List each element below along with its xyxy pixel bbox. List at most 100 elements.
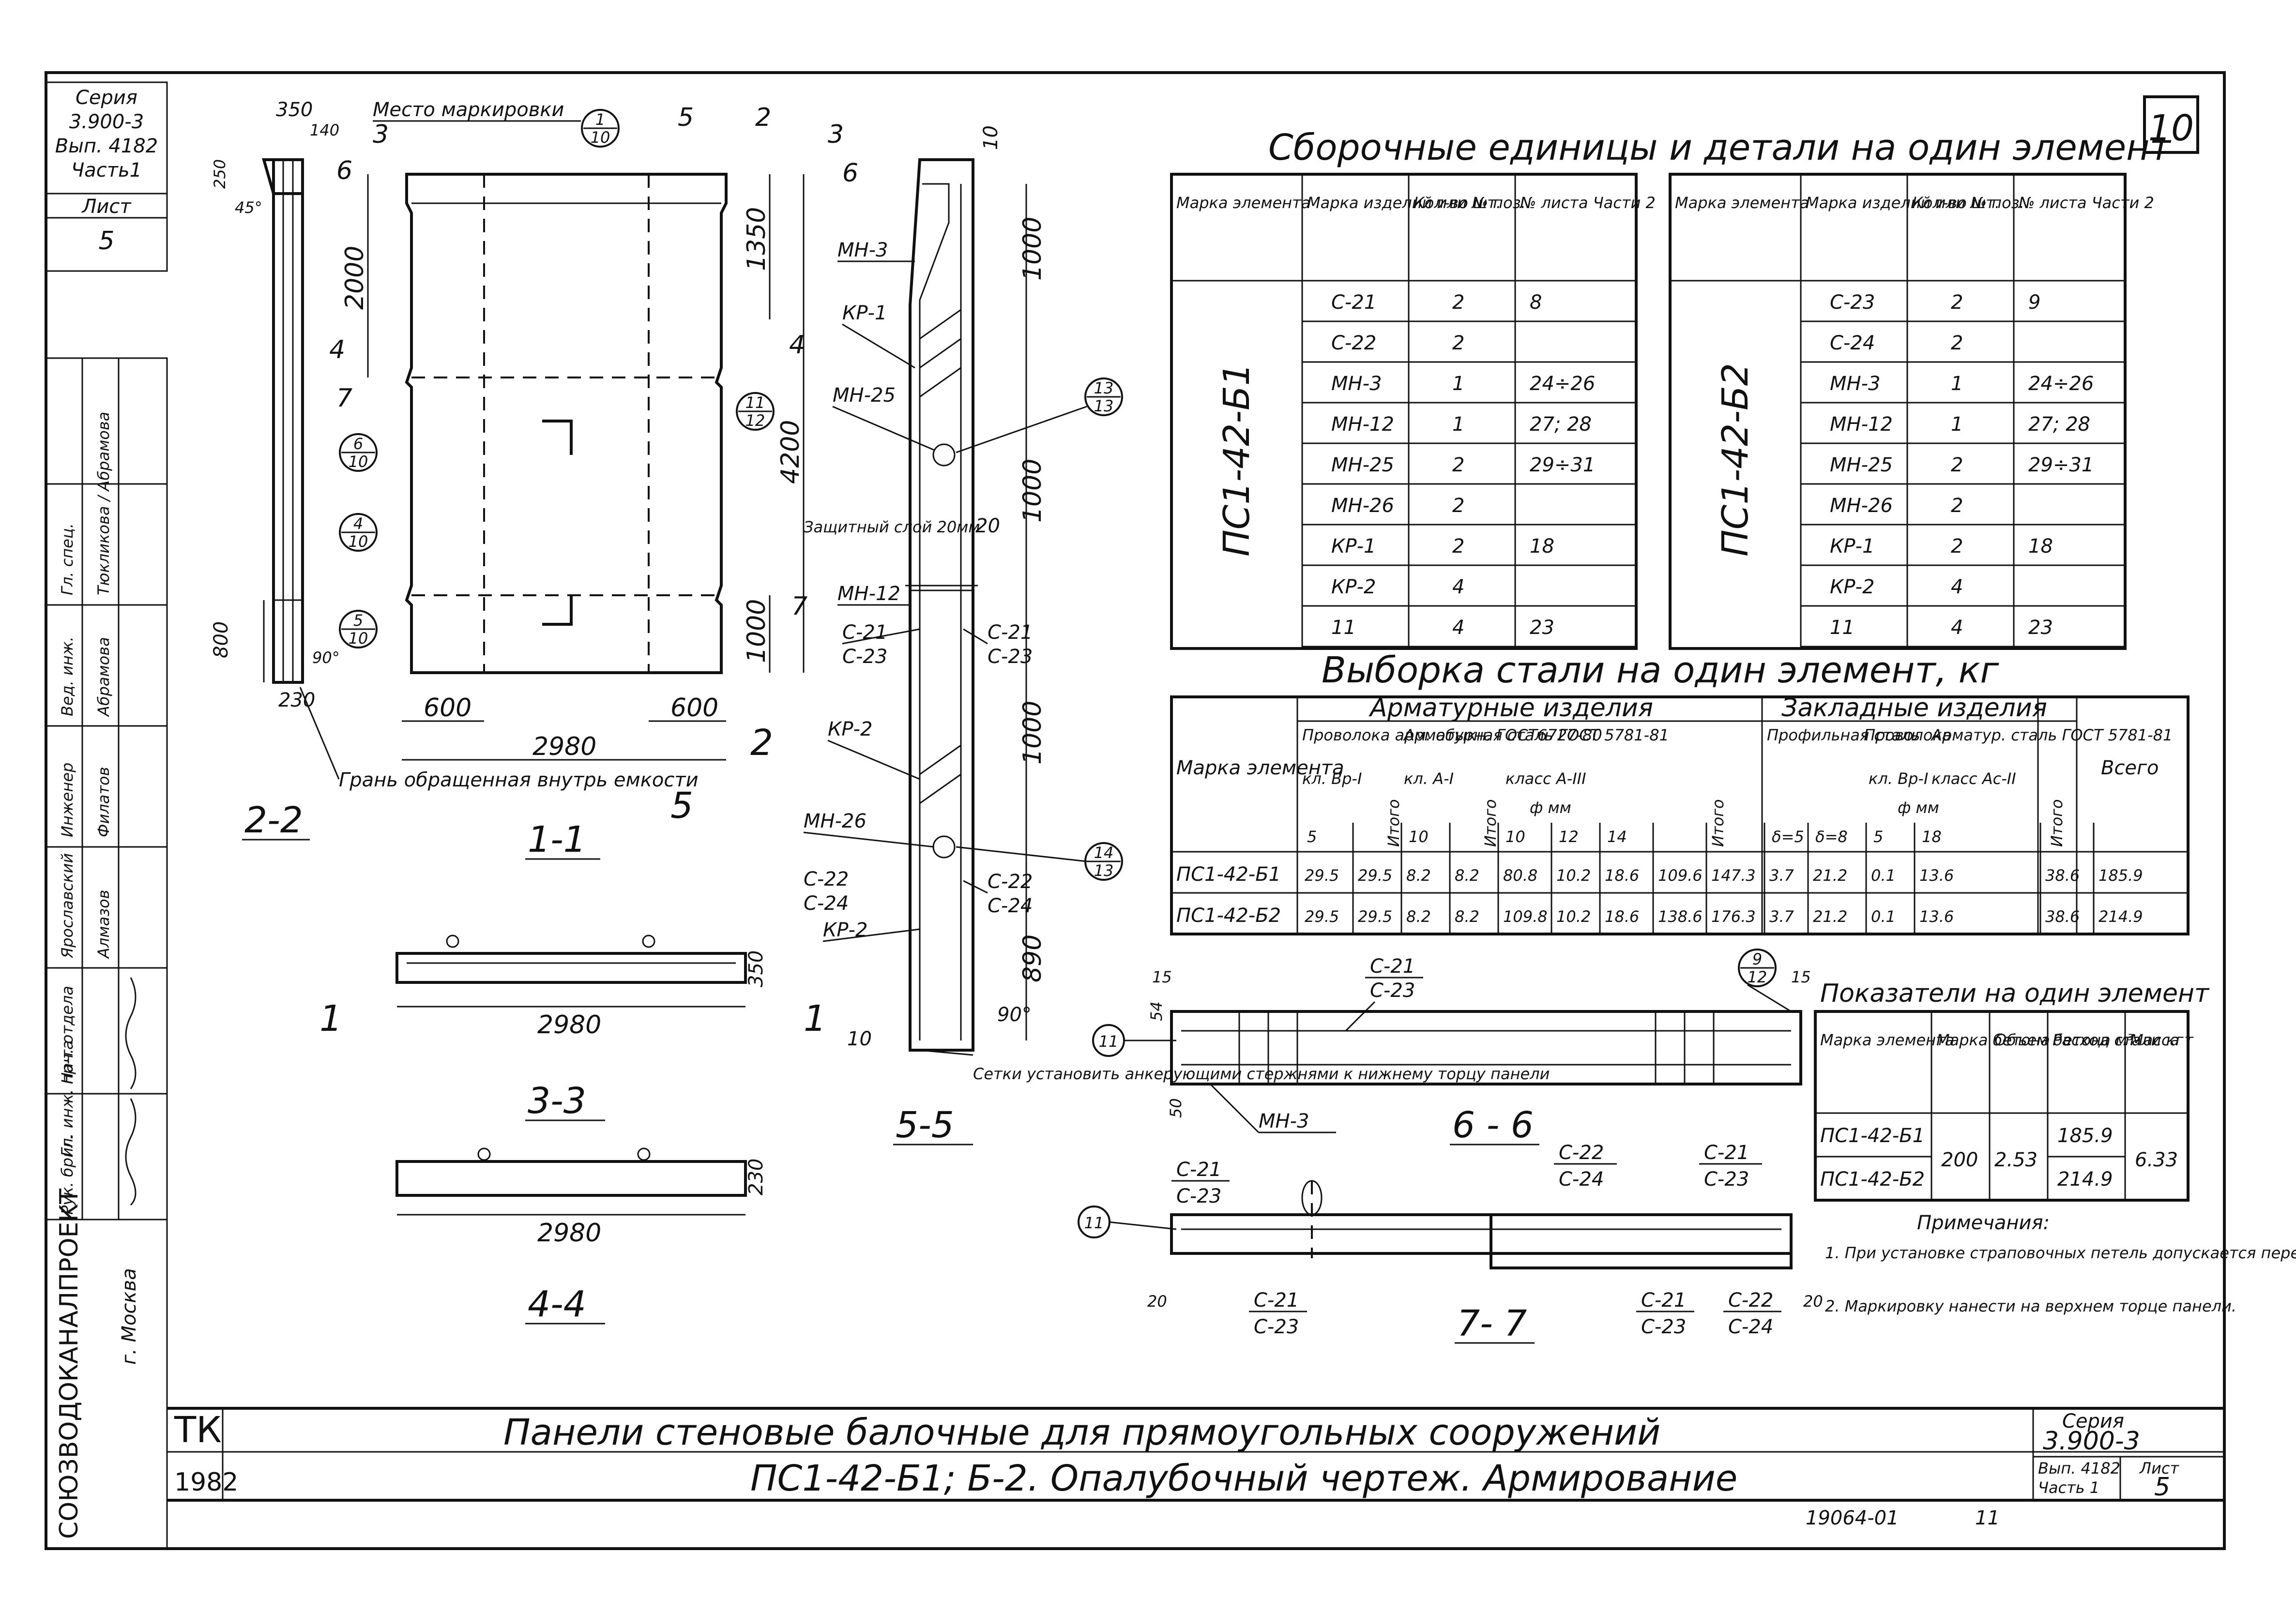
stamp-seria-value: 3.900-3 [69,111,144,133]
asm-right-item-4: МН-25 [1830,454,1893,476]
ind-row2-steel: 214.9 [2057,1168,2113,1191]
asm-left-sheet-3: 27; 28 [1530,413,1592,436]
v55-dim-890: 890 [1018,935,1047,982]
steel-cls-bp: кл. Вр-I [1302,769,1362,788]
steel-cell-1-1: 29.5 [1358,907,1392,926]
v55-protect-note: Защитный слой 20мм [804,518,980,536]
v77-l1-top: С-21 [1176,1159,1221,1181]
v11-dim-2980: 2980 [532,732,596,761]
v77-dim-20b: 20 [1803,1292,1823,1311]
section-mark-4b: 4 [789,331,805,360]
asm-right-item-8: 11 [1830,617,1855,639]
v55-label-mn3: МН-3 [837,239,888,261]
v22-dim-90: 90° [312,648,340,667]
v66-label-c23: С-23 [1370,980,1415,1002]
asm-left-h-item: Марка изделий или № поз. [1307,194,1526,212]
tb-list-label: Лист [2139,1459,2179,1477]
ind-h-volume: Объем бетона м³ [1994,1031,2133,1049]
asm-left-sheet-6: 18 [1530,535,1554,558]
callout-11-77: 11 [1078,1206,1177,1238]
v11-dim-1000: 1000 [742,599,771,663]
view-3-3: 2980 350 1 1 3-3 [319,935,826,1122]
ind-concrete: 200 [1941,1149,1978,1171]
callout-14-13: 14 13 [956,842,1123,881]
v77-l1-bottom: С-23 [1176,1185,1221,1207]
steel-cell-0-5: 10.2 [1556,866,1591,885]
indicators-table: Марка элемента Марка бетона Объем бетона… [1814,1010,2194,1202]
tb-seria-value: 3.900-3 [2043,1427,2140,1456]
asm-right-sheet-8: 23 [2028,617,2053,639]
v11-caption: 1-1 [528,819,586,860]
asm-left-h-qty: Кол-во шт. [1414,194,1501,212]
v55-dim-10a: 10 [980,125,1002,150]
asm-left-sheet-8: 23 [1530,617,1554,639]
v22-dim-800: 800 [210,621,232,658]
asm-left-qty-8: 4 [1452,617,1464,639]
callout-6-10: 6 10 [339,433,378,472]
asm-left-h-mark: Марка элемента [1176,194,1310,212]
asm-right-sheet-2: 24÷26 [2028,373,2094,395]
tb-doc-code: 19064-01 [1806,1507,1899,1529]
v66-dim-15b: 15 [1791,968,1811,986]
steel-cell-0-13: 38.6 [2045,866,2080,885]
notes: Примечания: 1. При установке страповочны… [1825,1212,2296,1315]
steel-cell-0-12: 13.6 [1919,866,1954,885]
stamp-seria-label: Серия [76,87,137,109]
steel-cell-1-3: 8.2 [1455,907,1479,926]
sig-role-2: Вед. инж. [58,636,76,716]
view-5-5: 10 1000 1000 1000 890 10 20 90° МН-3 КР-… [803,125,1550,1146]
asm-left-qty-7: 4 [1452,576,1464,598]
v77-l3-bottom: С-23 [1704,1168,1749,1191]
v77-l4-bottom: С-23 [1254,1316,1299,1338]
asm-left-item-2: МН-3 [1331,373,1382,395]
steel-cell-0-6: 18.6 [1605,866,1639,885]
asm-left-qty-3: 1 [1452,413,1464,436]
steel-size-3: 12 [1559,828,1579,846]
tb-year: 1982 [174,1468,238,1497]
assembly-title: Сборочные единицы и детали на один элеме… [1268,127,2172,168]
stamp-vyp: Вып. 4182 [55,135,158,157]
v55-dim-10b: 10 [847,1028,872,1050]
v66-dim-50: 50 [1167,1098,1185,1118]
section-mark-3b: 3 [828,120,844,149]
v55-label-c21a: С-21 [842,621,887,644]
asm-right-item-0: С-23 [1830,291,1875,314]
steel-cell-0-14: 185.9 [2098,866,2143,885]
sheet-number: 10 [2148,107,2194,149]
steel-group2: Закладные изделия [1781,693,2047,723]
steel-sub-rebar2: Арматур. сталь ГОСТ 5781-81 [1931,726,2173,744]
asm-right-qty-0: 2 [1951,291,1963,314]
sig-role-7: Рук. бриг. [58,1134,76,1215]
steel-table: Арматурные изделия Закладные изделия Мар… [1170,693,2190,935]
steel-size-4: 14 [1607,828,1627,846]
steel-title: Выборка стали на один элемент, кг [1322,649,1999,691]
steel-cell-1-11: 0.1 [1871,907,1896,926]
ind-h-steel: Расход стали кг [2053,1031,2184,1049]
callout-5-bottom: 10 [349,629,368,648]
stamp-list-label: Лист [81,196,132,218]
tb-seria-label: Серия [2062,1410,2124,1432]
ind-volume: 2.53 [1994,1149,2038,1171]
indicators-title: Показатели на один элемент [1820,979,2210,1008]
callout-1-top: 1 [595,110,605,129]
callout-11-12: 11 12 [736,392,775,431]
org-city: г. Москва [118,1268,140,1365]
v33-dim-350: 350 [745,950,767,987]
callout-14-top: 14 [1094,844,1114,862]
v66-label-mn3: МН-3 [1259,1110,1309,1132]
asm-right-h-mark: Марка элемента [1675,194,1809,212]
v22-dim-45: 45° [235,198,262,217]
steel-sub-wire2: Проволока [1864,726,1951,744]
steel-group1: Арматурные изделия [1368,693,1653,723]
steel-mark-header: Марка элемента [1176,757,1344,779]
v77-l2-top: С-22 [1559,1142,1604,1164]
v55-caption: 5-5 [896,1104,954,1146]
tb-line2: ПС1-42-Б1; Б-2. Опалубочный чертеж. Арми… [750,1458,1737,1499]
note-1: 1. При установке страповочных петель доп… [1825,1244,2296,1262]
v55-label-c22a: С-22 [804,868,849,890]
notes-title: Примечания: [1917,1212,2050,1234]
v55-label-c21b: С-21 [988,621,1033,644]
v77-l4-top: С-21 [1254,1289,1299,1312]
steel-cell-1-2: 8.2 [1406,907,1431,926]
